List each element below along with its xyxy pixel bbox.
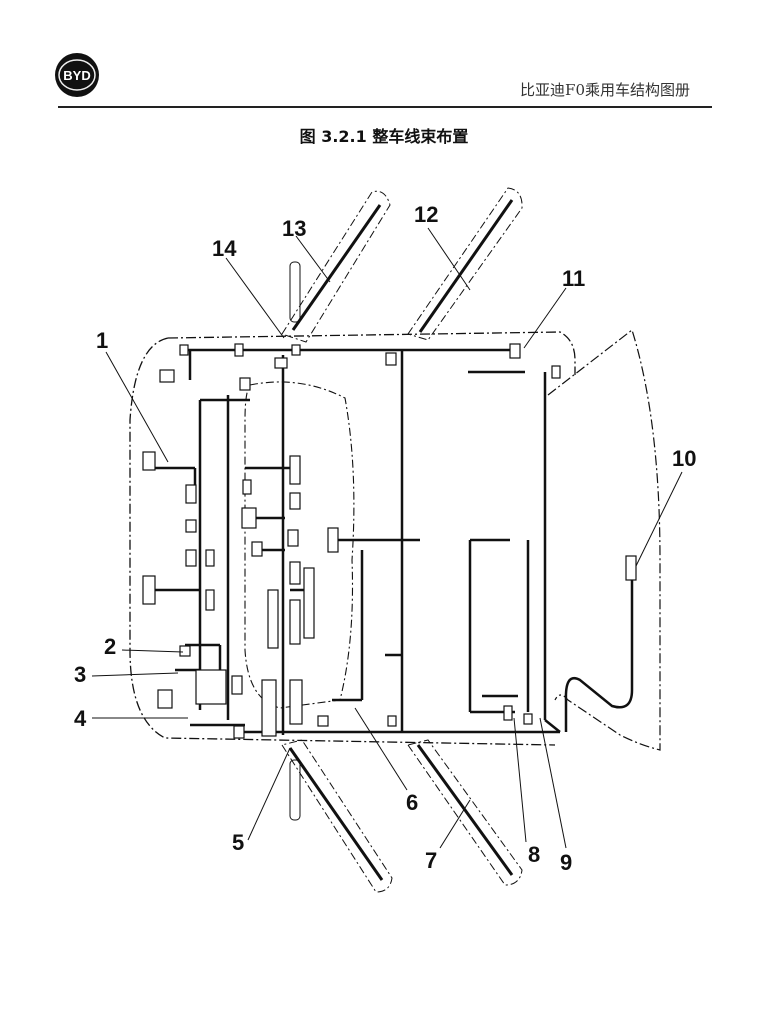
door-rear-left — [407, 187, 523, 341]
mirror-right — [289, 759, 301, 821]
callout-6: 6 — [406, 790, 418, 815]
callout-8: 8 — [528, 842, 540, 867]
figure-title: 图 3.2.1 整车线束布置 — [299, 127, 469, 146]
callout-7: 7 — [425, 848, 437, 873]
mirror-left — [289, 261, 301, 323]
callout-5: 5 — [232, 830, 244, 855]
callout-12: 12 — [414, 202, 438, 227]
cabin-outline — [244, 381, 355, 709]
rear-outline — [547, 328, 661, 751]
door-rear-right — [407, 739, 523, 886]
document-title: 比亚迪F0乘用车结构图册 — [520, 81, 690, 99]
connectors — [142, 343, 637, 739]
header-divider — [58, 106, 712, 108]
callout-1: 1 — [96, 328, 108, 353]
door-front-left — [281, 190, 391, 343]
callout-3: 3 — [74, 662, 86, 687]
byd-logo: BYD — [55, 53, 99, 97]
callout-11: 11 — [562, 266, 585, 291]
callout-9: 9 — [560, 850, 572, 875]
callout-4: 4 — [74, 706, 87, 731]
svg-text:BYD: BYD — [63, 68, 90, 83]
door-front-right — [281, 739, 393, 893]
callout-13: 13 — [282, 216, 306, 241]
callout-2: 2 — [104, 634, 116, 659]
callout-14: 14 — [212, 236, 237, 261]
callout-10: 10 — [672, 446, 696, 471]
callout-leaders — [91, 227, 683, 849]
